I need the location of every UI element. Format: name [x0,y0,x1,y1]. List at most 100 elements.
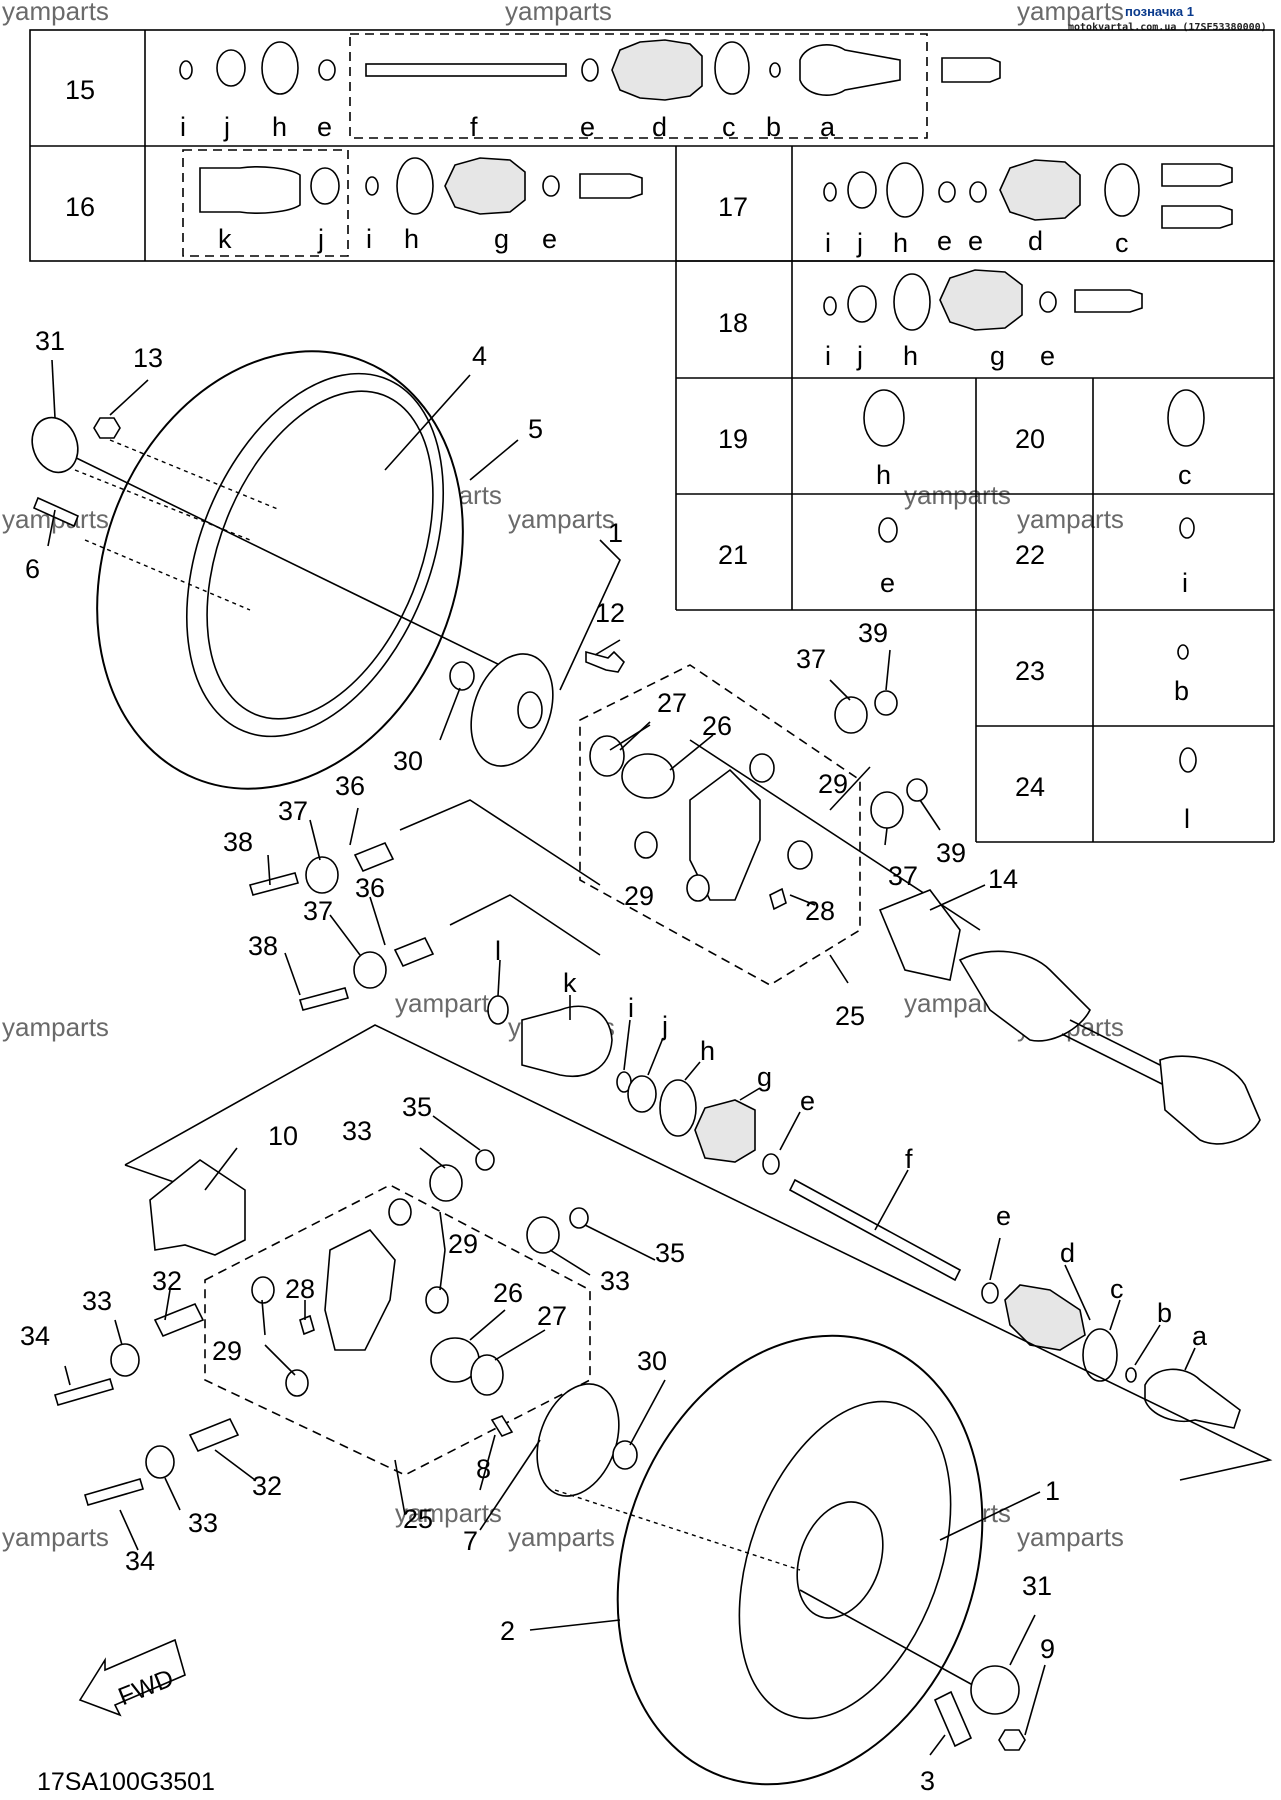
grease-tube-icon [1074,289,1143,313]
header-tag-title: позначка 1 [1125,4,1194,19]
boot-icon [694,1099,756,1163]
shaft-letter-a: a [1192,1321,1208,1351]
part-letter: h [876,460,891,490]
callout-1: 1 [608,518,623,548]
sets-table: 15 16 17 18 19 20 21 22 23 24 i j h e f [29,29,1275,843]
part-letter: e [580,112,595,142]
callout-28: 28 [285,1274,315,1304]
callout-36: 36 [355,873,385,903]
wheel-center-icon [796,1501,884,1619]
nut-icon [906,778,928,802]
callout-26: 26 [493,1278,523,1308]
callout-32: 32 [152,1266,182,1296]
stud-bolt-icon [933,1690,973,1748]
part-letter: j [856,228,863,258]
circlip-icon [365,176,379,196]
set15-parts: i j h e f e d c b a [179,39,1001,142]
callout-29: 29 [624,881,654,911]
ring-icon [310,167,340,205]
mount-bracket-icon [149,1159,246,1256]
nut-icon [874,690,898,716]
circlip-icon [1125,1367,1137,1383]
callout-34: 34 [125,1546,155,1576]
bolt-icon [84,1478,144,1506]
callout-35: 35 [655,1238,685,1268]
part-letter: e [542,224,557,254]
set-number: 16 [65,192,95,222]
hub-bore-icon [517,691,543,729]
callout-25: 25 [835,1001,865,1031]
shaft-letter-j: j [661,1011,668,1041]
ring-icon [847,171,877,209]
callout-4: 4 [472,341,487,371]
part-letter: c [1178,460,1192,490]
grease-tube-icon [1161,205,1233,229]
grease-nipple-icon [299,1314,315,1336]
set-number: 17 [718,192,748,222]
callout-leaders [47,359,1196,1756]
assembly-box [579,664,861,986]
callout-33: 33 [188,1508,218,1538]
callout-7: 7 [463,1526,478,1556]
part-letter: e [937,226,952,256]
circlip-icon [769,62,781,78]
watermark: yamparts [1017,0,1124,26]
callout-38: 38 [248,931,278,961]
watermark: yamparts [505,0,612,26]
set18-parts: i j h g e [823,269,1143,371]
seal-ring-icon [589,735,625,777]
set-number: 22 [1015,540,1045,570]
stud-bolt-icon [32,496,80,528]
small-clamp-icon [938,181,956,203]
watermark: yamparts [508,504,615,534]
circlip-icon [1177,644,1189,660]
set16-parts: k j i h g e [199,157,643,254]
set-number: 21 [718,540,748,570]
part-letter: i [1182,568,1188,598]
callout-37: 37 [278,796,308,826]
callout-29: 29 [818,769,848,799]
hub-cover-icon [970,1665,1020,1715]
set-number: 24 [1015,772,1045,802]
set-number: 20 [1015,424,1045,454]
spacer-icon [305,856,339,894]
callout-33: 33 [82,1286,112,1316]
set-number: 19 [718,424,748,454]
callout-32: 32 [252,1471,282,1501]
nut-icon [998,1729,1026,1751]
callout-29: 29 [448,1229,478,1259]
shaft-letter-e: e [996,1201,1011,1231]
shaft-letter-b: b [1157,1298,1172,1328]
set17-parts: i j h e e d c [823,159,1233,258]
seal-ring-icon [470,1354,504,1396]
callout-27: 27 [537,1301,567,1331]
assembly-box [204,1184,591,1476]
part-letter: c [1115,228,1129,258]
part-letter: e [1040,341,1055,371]
nut-icon [475,1149,495,1171]
spacer-icon [145,1445,175,1479]
spacer-icon [353,951,387,989]
grease-tube-icon [941,57,1001,83]
callout-28: 28 [805,896,835,926]
knuckle-arm-icon [324,1229,396,1351]
band-clamp-icon [714,41,750,95]
nut-icon [449,661,475,691]
part-letter: j [223,112,230,142]
ring-icon [1179,747,1197,773]
collar-icon [393,936,435,968]
callout-25: 25 [403,1504,433,1534]
bolt-icon [585,650,626,673]
band-clamp-icon [1167,389,1205,447]
cv-joint-icon [799,44,901,96]
watermark: yamparts [2,1522,109,1552]
band-clamp-icon [863,389,905,447]
shaft-letter-e: e [800,1086,815,1116]
bushing-icon [787,840,813,870]
callout-12: 12 [595,598,625,628]
part-letter: h [893,228,908,258]
circlip-icon [823,182,837,202]
part-letter: h [903,341,918,371]
callout-13: 13 [133,343,163,373]
callout-9: 9 [1040,1634,1055,1664]
